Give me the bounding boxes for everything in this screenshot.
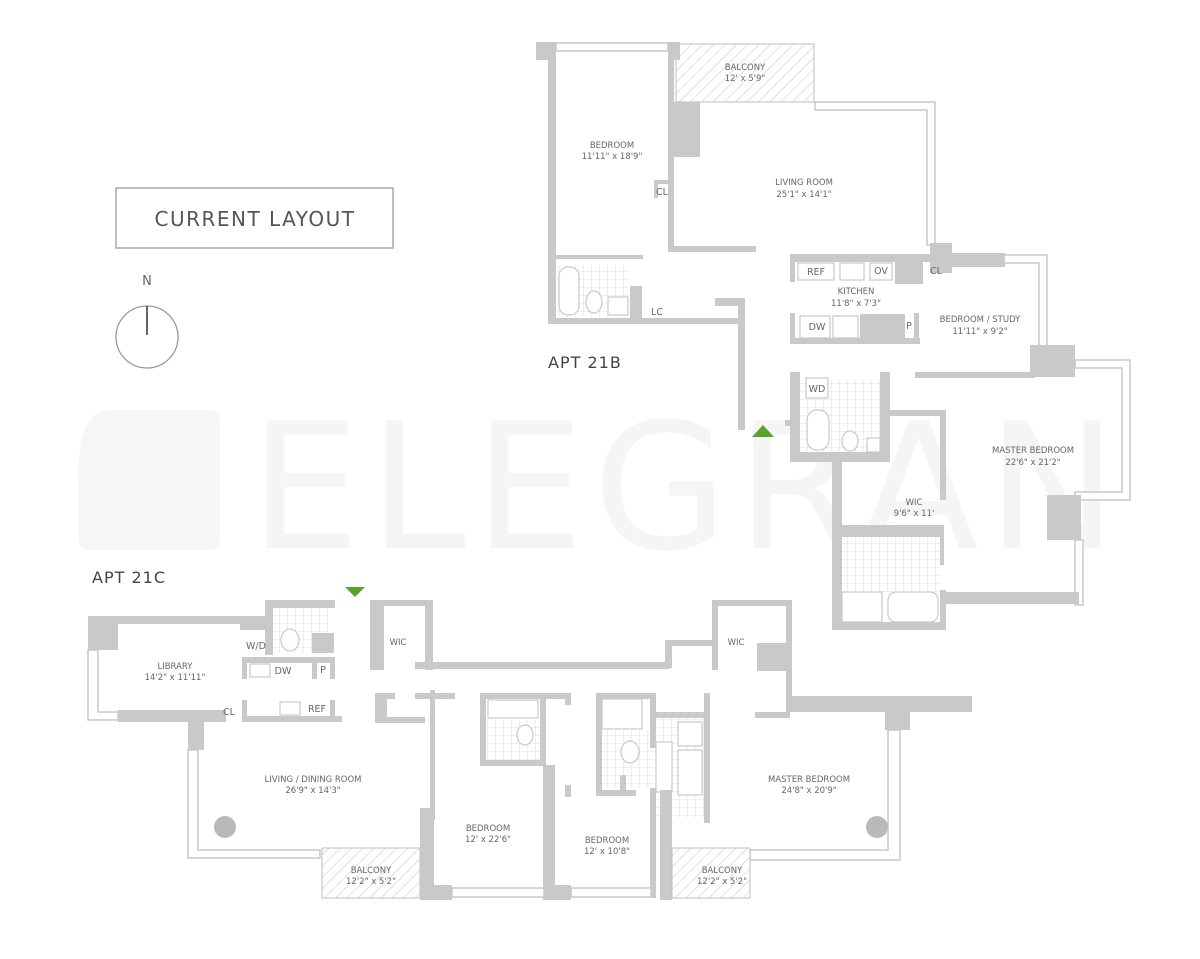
room-label: WIC [906,498,923,508]
room-dims: 24'8" x 20'9" [781,786,836,796]
room-label: KITCHEN [838,287,875,297]
room-dims: 11'11" x 9'2" [952,327,1007,337]
watermark: ELEGRAN [78,387,1125,590]
dishwasher-label: DW [809,322,826,333]
title-box [115,187,394,249]
entry-marker-icon [345,587,365,597]
refrigerator-label: REF [807,267,825,278]
room-dims: 12' x 22'6" [465,835,511,845]
entry-marker-icon [752,425,774,437]
apt-21c-plan [87,587,972,900]
room-dims: 26'9" x 14'3" [285,786,340,796]
room-dims: 12'2" x 5'2" [346,877,396,887]
page-title: CURRENT LAYOUT [154,207,355,231]
room-label: BALCONY [725,63,766,73]
balcony-hatch [675,43,815,103]
room-label: BEDROOM [590,141,634,151]
room-label: BALCONY [702,866,743,876]
room-dims: 14'2" x 11'11" [145,673,206,683]
pantry-label: P [320,665,326,676]
watermark-text: ELEGRAN [250,387,1125,590]
room-label: MASTER BEDROOM [992,446,1074,456]
room-dims: 12' x 5'9" [725,74,766,84]
room-label: BEDROOM [466,824,510,834]
wic-label: WIC [390,638,407,648]
room-label: MASTER BEDROOM [768,775,850,785]
dishwasher-label: DW [275,666,292,677]
apt-21c-label: APT 21C [92,568,166,587]
watermark-logo-icon [78,410,220,550]
room-label: LIVING ROOM [775,178,833,188]
washer-dryer-label: W/D [246,641,266,652]
pantry-label: P [906,321,912,332]
room-label: LIVING / DINING ROOM [265,775,362,785]
closet-label: CL [656,187,669,198]
refrigerator-label: REF [308,704,326,715]
room-label: LIBRARY [157,662,193,672]
apt-21b-plan [536,42,1131,630]
compass-label: N [142,274,152,289]
room-dims: 11'8" x 7'3" [831,299,881,309]
wic-label: WIC [728,638,745,648]
room-dims: 12' x 10'8" [584,847,630,857]
washer-dryer-label: WD [809,384,826,395]
room-label: BEDROOM [585,836,629,846]
room-dims: 11'11" x 18'9" [582,152,643,162]
apt-21b-label: APT 21B [548,353,622,372]
linen-closet-label: LC [651,307,663,318]
room-dims: 12'2" x 5'2" [697,877,747,887]
closet-label: CL [930,266,943,277]
closet-label: CL [223,707,236,718]
room-label: BEDROOM / STUDY [940,315,1022,325]
room-dims: 25'1" x 14'1" [776,190,831,200]
room-dims: 22'6" x 21'2" [1005,458,1060,468]
north-arrow-icon [115,305,179,369]
oven-label: OV [874,266,888,277]
room-label: BALCONY [351,866,392,876]
room-dims: 9'6" x 11' [894,509,935,519]
